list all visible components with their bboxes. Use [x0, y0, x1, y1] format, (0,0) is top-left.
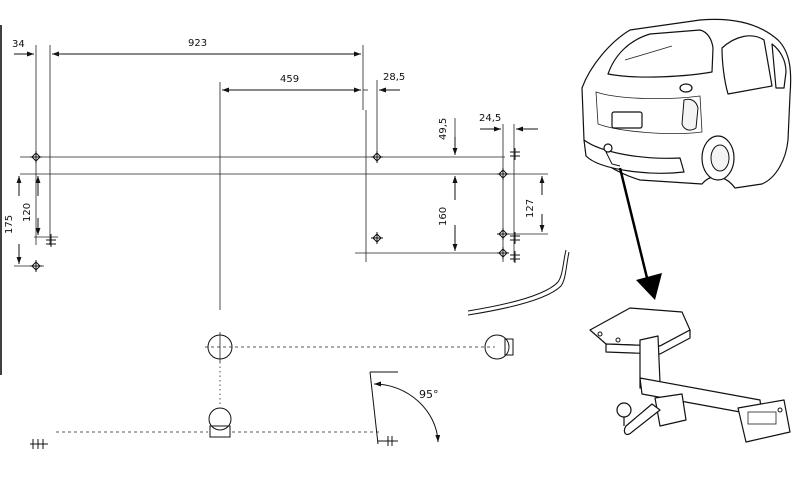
bolt-icon — [510, 251, 520, 263]
tow-bar-assembly-illustration — [589, 307, 791, 443]
bolt-symbols — [30, 148, 520, 449]
dimension-459-label: 459 — [280, 74, 299, 85]
dimension-459: 459 — [219, 74, 361, 310]
bolt-icon — [46, 234, 56, 247]
tow-ball-side-view-right — [484, 334, 514, 360]
mounting-hole-markers — [30, 151, 509, 272]
pointer-arrow-icon — [618, 167, 662, 300]
bolt-icon — [30, 439, 48, 449]
mounting-hole-icon — [497, 168, 509, 180]
bolt-icon — [510, 232, 520, 244]
dimension-923: 923 — [35, 38, 364, 245]
tow-ball-top-view — [205, 332, 495, 362]
mounting-hole-icon — [371, 232, 383, 244]
dimension-34-label: 34 — [12, 39, 25, 50]
bumper-profile-curve — [467, 251, 570, 316]
bolt-icon — [378, 436, 398, 446]
dimension-34: 34 — [12, 39, 62, 57]
mounting-hole-icon — [30, 151, 42, 163]
mounting-hole-icon — [30, 260, 42, 272]
dimension-160-label: 160 — [438, 207, 449, 226]
tow-ball-side-view-bottom — [56, 407, 380, 438]
mounting-hole-icon — [371, 151, 383, 163]
dimension-160: 160 — [438, 176, 458, 251]
dimension-28-5-label: 28,5 — [383, 72, 405, 83]
dimension-120-label: 120 — [22, 203, 33, 222]
angle-95-label: 95° — [419, 388, 439, 401]
dimension-120: 120 — [22, 176, 58, 238]
dimension-923-label: 923 — [188, 38, 207, 49]
dimension-127: 127 — [505, 173, 548, 235]
dimension-127-label: 127 — [525, 199, 536, 218]
dimension-24-5: 24,5 — [479, 113, 538, 132]
angle-95-indicator: 95° — [369, 371, 441, 445]
dimension-175-label: 175 — [4, 215, 15, 234]
dimension-28-5: 28,5 — [363, 72, 405, 160]
dimension-49-5-label: 49,5 — [438, 118, 449, 140]
bolt-icon — [510, 148, 520, 160]
dimension-49-5: 49,5 — [438, 118, 458, 194]
car-rear-illustration — [581, 18, 792, 189]
mounting-hole-icon — [497, 228, 509, 240]
mounting-hole-icon — [497, 247, 509, 259]
bumper-profile-curve — [467, 249, 567, 312]
dimension-24-5-label: 24,5 — [479, 113, 501, 124]
